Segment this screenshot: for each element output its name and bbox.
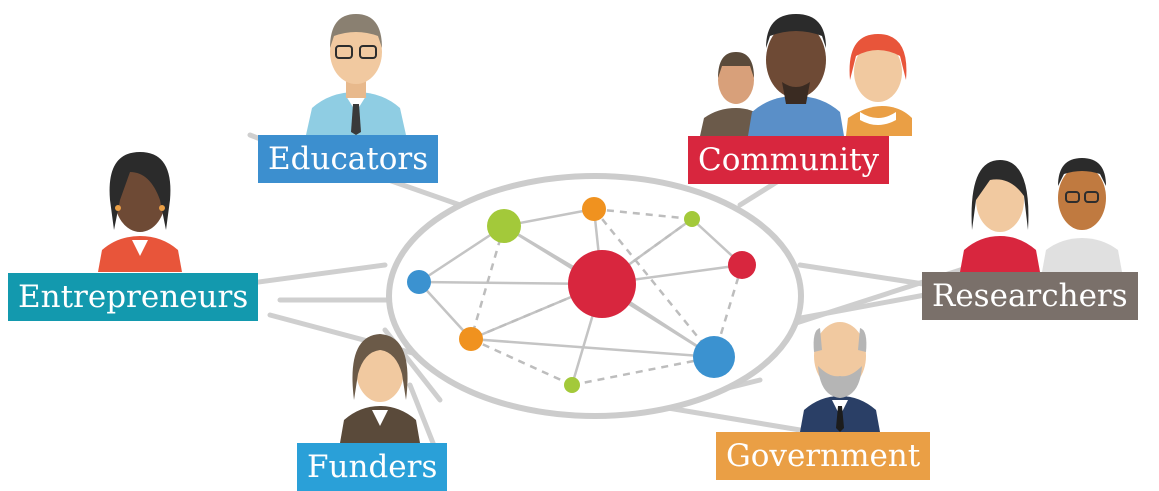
researchers-pair-icon bbox=[960, 158, 1122, 272]
funder-person-icon bbox=[340, 334, 420, 443]
node-blue-small bbox=[407, 270, 431, 294]
educators-label: Educators bbox=[258, 135, 439, 183]
government-person-icon bbox=[800, 322, 880, 432]
node-green-small bbox=[684, 211, 700, 227]
node-green-large bbox=[487, 209, 521, 243]
entrepreneurs-label: Entrepreneurs bbox=[8, 273, 259, 321]
node-orange-left bbox=[459, 327, 483, 351]
funders-label: Funders bbox=[297, 443, 448, 491]
node-orange-top bbox=[582, 197, 606, 221]
community-group-icon bbox=[700, 14, 912, 136]
educator-person-icon bbox=[306, 14, 406, 135]
community-label: Community bbox=[688, 136, 889, 184]
network-dashed-edges bbox=[469, 207, 744, 387]
node-hub bbox=[568, 250, 636, 318]
government-label: Government bbox=[716, 432, 931, 480]
node-blue-large bbox=[693, 336, 735, 378]
researchers-label: Researchers bbox=[922, 272, 1138, 320]
entrepreneur-person-icon bbox=[98, 152, 182, 272]
node-green-bottom bbox=[564, 377, 580, 393]
node-red-small bbox=[728, 251, 756, 279]
network-nodes bbox=[407, 197, 756, 393]
